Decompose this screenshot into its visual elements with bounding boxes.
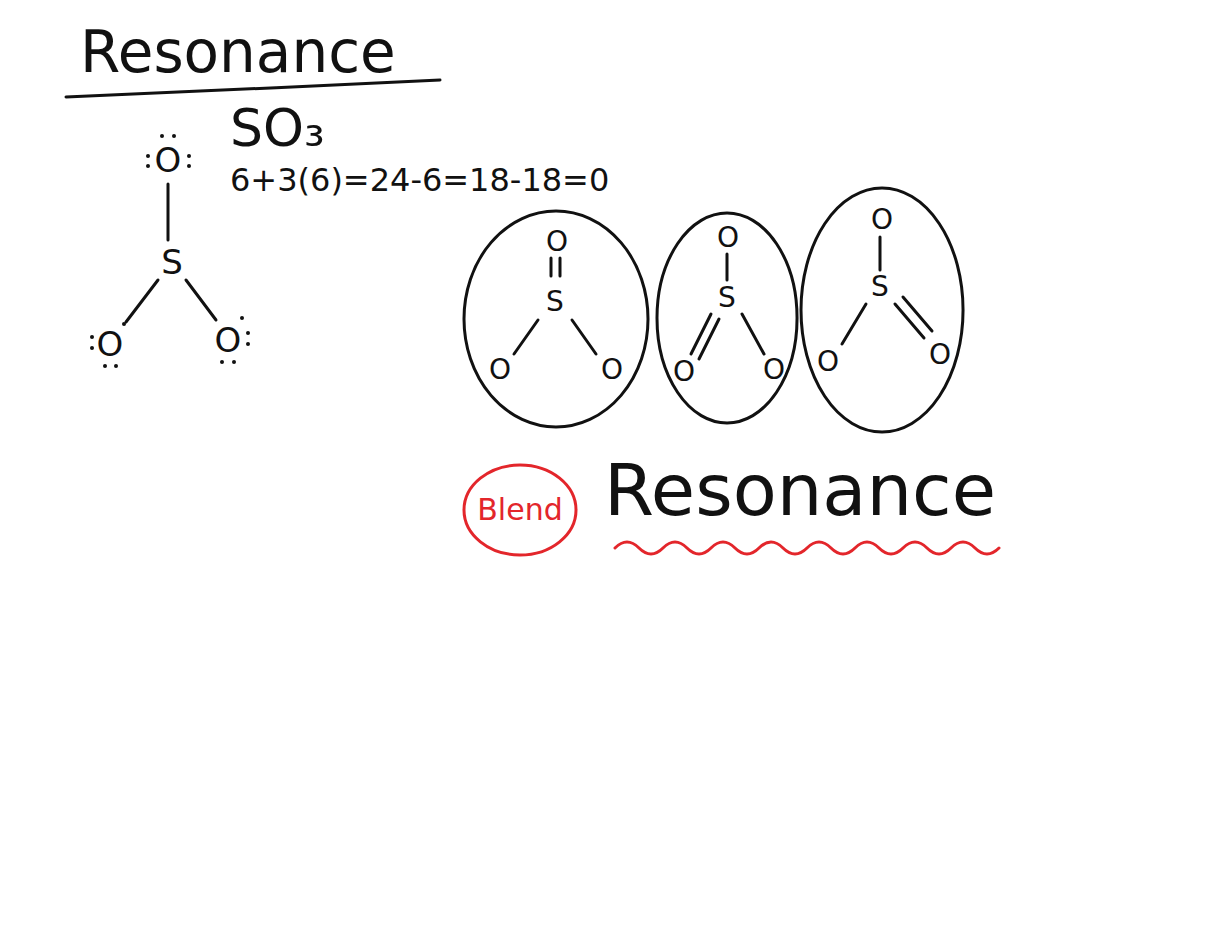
atom-symbol: O bbox=[489, 356, 511, 384]
resonance-structure: O S O O bbox=[799, 186, 965, 434]
atom-symbol: O bbox=[673, 358, 695, 386]
electron-dot bbox=[146, 164, 150, 168]
double-bond bbox=[550, 258, 553, 276]
single-bond bbox=[126, 280, 158, 322]
resonance-structure: O S O O bbox=[462, 209, 650, 429]
electron-dot bbox=[122, 322, 126, 326]
circled-word: Blend bbox=[462, 463, 578, 557]
atom-symbol: O bbox=[215, 323, 242, 357]
single-bond bbox=[514, 320, 538, 354]
electron-dot bbox=[146, 154, 150, 158]
hand-drawn-ellipse bbox=[464, 211, 648, 427]
double-bond bbox=[895, 304, 924, 338]
single-bond bbox=[167, 184, 170, 240]
double-bond bbox=[699, 319, 719, 359]
electron-dot bbox=[160, 134, 164, 138]
double-bond bbox=[903, 297, 932, 331]
atom-symbol: O bbox=[871, 206, 893, 234]
electron-dot bbox=[90, 346, 94, 350]
page-title: Resonance bbox=[80, 23, 396, 81]
electron-dot bbox=[172, 134, 176, 138]
electron-dot bbox=[187, 154, 191, 158]
single-bond bbox=[572, 320, 596, 354]
electron-dot bbox=[103, 364, 107, 368]
atom-symbol: O bbox=[601, 356, 623, 384]
lone-pairs bbox=[90, 134, 250, 368]
atom-symbol: S bbox=[161, 245, 183, 279]
electron-dot bbox=[246, 331, 250, 335]
electron-dot bbox=[220, 360, 224, 364]
circled-word: Blend bbox=[477, 495, 562, 525]
formula: SO₃ bbox=[230, 102, 325, 154]
resonance-structure: O S O O bbox=[655, 211, 799, 425]
atom-symbol: S bbox=[718, 284, 736, 312]
electron-dot bbox=[90, 335, 94, 339]
hand-drawn-ellipse bbox=[657, 213, 797, 423]
electron-count: 6+3(6)=24-6=18-18=0 bbox=[230, 164, 609, 196]
single-bond bbox=[726, 254, 729, 280]
hand-drawn-ellipse bbox=[801, 188, 963, 432]
atom-symbol: O bbox=[929, 341, 951, 369]
single-bond bbox=[842, 304, 866, 344]
atom-symbol: O bbox=[817, 348, 839, 376]
wavy-underline bbox=[615, 542, 999, 554]
electron-dot bbox=[114, 364, 118, 368]
atom-symbol: O bbox=[546, 228, 568, 256]
single-bond bbox=[742, 314, 764, 354]
title-underline bbox=[66, 80, 440, 97]
resonance-bonds bbox=[514, 237, 932, 359]
atom-symbol: S bbox=[546, 288, 564, 316]
heading-note: Resonance bbox=[604, 454, 996, 526]
atom-symbol: O bbox=[97, 327, 124, 361]
atom-symbol: O bbox=[763, 356, 785, 384]
electron-dot bbox=[187, 164, 191, 168]
atom-symbol: O bbox=[717, 224, 739, 252]
electron-dot bbox=[246, 342, 250, 346]
electron-dot bbox=[232, 360, 236, 364]
double-bond bbox=[559, 258, 562, 276]
atom-symbol: S bbox=[871, 273, 889, 301]
electron-dot bbox=[240, 316, 244, 320]
single-bond bbox=[879, 237, 882, 270]
double-bond bbox=[691, 314, 711, 354]
hand-drawn-ellipse bbox=[464, 465, 576, 555]
single-bond bbox=[186, 280, 216, 320]
atom-symbol: O bbox=[155, 143, 182, 177]
